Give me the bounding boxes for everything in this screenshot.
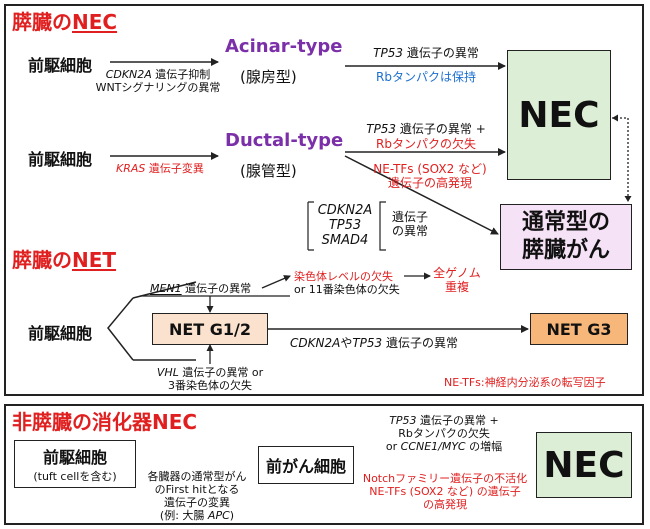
- arrow-ductal-pdac: [344, 155, 499, 235]
- gi-bottom-text: Notchファミリー遺伝子の不活化 NE-TFs (SOX2 など) の遺伝子 …: [362, 472, 528, 511]
- ductal-outcome-text: TP53 遺伝子の異常 +: [366, 122, 486, 136]
- gi-precursor-box: 前駆細胞 (tuft cellを含む): [14, 440, 136, 488]
- acinar-type-jp: (腺房型): [240, 68, 297, 86]
- ductal-rb-text: Rbタンパクの欠失: [376, 137, 476, 151]
- ductal-type-jp: (腺管型): [240, 162, 297, 180]
- net-branch-up: [132, 281, 197, 299]
- gi-nec-box: NEC: [536, 432, 632, 498]
- cdkn-bracket: [307, 201, 314, 251]
- cdkn-bracket-right: [379, 201, 386, 251]
- acinar-type-label: Acinar-type: [225, 36, 343, 57]
- chromosome-text: 染色体レベルの欠失 or 11番染色体の欠失: [294, 270, 400, 296]
- precancer-box: 前がん細胞: [258, 446, 354, 484]
- cdkn-label: 遺伝子の異常: [392, 210, 429, 238]
- net-chevron: [107, 297, 134, 361]
- net-g3-box: NET G3: [530, 313, 628, 345]
- dotted-nec-pdac: [612, 117, 629, 196]
- first-hit-text: 各臓器の通常型がん のFirst hitとなる 遺伝子の変異 (例: 大腸 AP…: [147, 470, 247, 522]
- ductal-netf-text: NE-TFs (SOX2 など)遺伝子の高発現: [373, 162, 487, 190]
- pancreas-nec-box: NEC: [507, 50, 611, 180]
- net-precursor-label: 前駆細胞: [28, 324, 93, 343]
- ductal-type-label: Ductal-type: [225, 130, 344, 151]
- pancreas-pdac-box: 通常型の膵臓がん: [500, 204, 632, 270]
- acinar-outcome-text: TP53 遺伝子の異常: [373, 46, 479, 60]
- cdkn-gene-list: CDKN2A TP53 SMAD4: [317, 203, 373, 248]
- ductal-precursor-label: 前駆細胞: [28, 150, 93, 169]
- acinar-mutation-text: CDKN2A 遺伝子抑制 WNTシグナリングの異常: [95, 68, 221, 94]
- pancreas-nec-title: 膵臓のNEC: [12, 10, 118, 34]
- vhl-text: VHL 遺伝子の異常 or 3番染色体の欠失: [156, 366, 264, 392]
- g3-transition-text: CDKN2AやTP53 遺伝子の異常: [290, 336, 458, 350]
- gi-top-text: TP53 遺伝子の異常 + Rbタンパクの欠失 or CCNE1/MYC の増幅: [385, 414, 503, 453]
- arrow-men1-chrom: [261, 275, 291, 289]
- netfs-footnote: NE-TFs:神経内分泌系の転写因子: [444, 376, 606, 389]
- kras-mutation-text: KRAS 遺伝子変異: [116, 162, 204, 175]
- net-g12-box: NET G1/2: [152, 313, 268, 345]
- acinar-rb-text: Rbタンパクは保持: [376, 70, 476, 84]
- men1-text: MEN1 遺伝子の異常: [150, 282, 252, 295]
- gi-nec-title: 非膵臓の消化器NEC: [12, 410, 198, 434]
- genome-dup-text: 全ゲノム重複: [433, 266, 481, 294]
- acinar-precursor-label: 前駆細胞: [28, 56, 93, 75]
- pancreas-net-title: 膵臓のNET: [12, 248, 117, 272]
